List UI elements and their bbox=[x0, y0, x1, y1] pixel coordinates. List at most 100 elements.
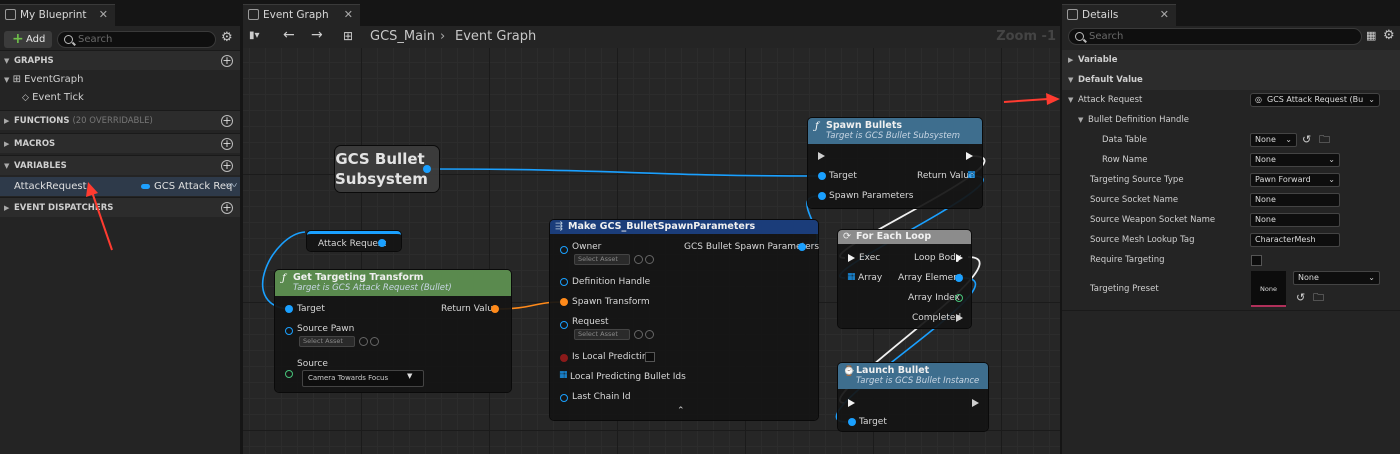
source-dropdown[interactable]: Camera Towards Focus bbox=[302, 370, 424, 387]
section-variables[interactable]: ▼ VARIABLES + bbox=[0, 155, 240, 175]
targeting-preset-dropdown[interactable]: None ⌄ bbox=[1293, 271, 1380, 285]
expand-arrow-icon[interactable]: ▼ bbox=[1068, 96, 1074, 104]
expand-arrow-icon: ▼ bbox=[1068, 76, 1074, 84]
section-macros[interactable]: ▶ MACROS + bbox=[0, 133, 240, 153]
exec-out-icon[interactable] bbox=[972, 399, 979, 407]
asset-picker[interactable]: Select Asset bbox=[574, 329, 630, 340]
targeting-source-type-dropdown[interactable]: Pawn Forward ⌄ bbox=[1250, 173, 1340, 187]
browse-folder-icon[interactable]: 🗀 bbox=[1313, 291, 1324, 304]
category-variable[interactable]: ▶ Variable bbox=[1062, 50, 1400, 70]
tree-item-eventgraph[interactable]: ▼ ⊞ EventGraph bbox=[4, 71, 83, 89]
details-search-input[interactable]: Search bbox=[1068, 28, 1362, 45]
pin-definition-icon[interactable] bbox=[560, 278, 568, 286]
exec-out-icon[interactable] bbox=[956, 314, 963, 322]
pin-output-icon[interactable] bbox=[423, 165, 431, 173]
close-icon[interactable]: ✕ bbox=[343, 8, 353, 21]
browse-icon[interactable] bbox=[359, 337, 368, 346]
source-mesh-lookup-tag-input[interactable]: CharacterMesh bbox=[1250, 233, 1340, 247]
node-make-spawn-parameters[interactable]: ⇶ Make GCS_BulletSpawnParameters GCS Bul… bbox=[550, 220, 819, 420]
pin-label: Target bbox=[297, 304, 325, 314]
tab-event-graph[interactable]: Event Graph ✕ bbox=[243, 4, 360, 26]
section-graphs[interactable]: ▼ GRAPHS + bbox=[0, 50, 240, 70]
pin-source-icon[interactable] bbox=[285, 370, 293, 378]
close-icon[interactable]: ✕ bbox=[98, 8, 108, 21]
data-table-dropdown[interactable]: None ⌄ bbox=[1250, 133, 1297, 147]
back-arrow-icon[interactable]: ← bbox=[283, 27, 295, 43]
asset-picker[interactable]: Select Asset bbox=[574, 254, 630, 265]
node-launch-bullet[interactable]: ⌚ Launch Bullet Target is GCS Bullet Ins… bbox=[838, 363, 988, 431]
close-icon[interactable]: ✕ bbox=[1159, 8, 1169, 21]
gear-icon[interactable]: ⚙ bbox=[1383, 28, 1395, 43]
array-pin-icon[interactable]: ▦ bbox=[847, 272, 856, 282]
reset-icon[interactable]: ↺ bbox=[1296, 291, 1306, 304]
variable-row-attackrequest[interactable]: AttackRequest GCS Attack Req 〰 bbox=[0, 177, 240, 196]
pin-element-icon[interactable] bbox=[955, 274, 963, 282]
node-get-targeting-transform[interactable]: ƒ Get Targeting Transform Target is GCS … bbox=[275, 270, 511, 392]
pin-index-icon[interactable] bbox=[955, 294, 963, 302]
category-default-value[interactable]: ▼ Default Value bbox=[1062, 70, 1400, 90]
exec-in-icon[interactable] bbox=[848, 254, 855, 262]
add-function-icon[interactable]: + bbox=[221, 114, 233, 127]
add-button[interactable]: + Add bbox=[4, 31, 52, 48]
exec-in-icon[interactable] bbox=[818, 152, 825, 160]
pin-output-icon[interactable] bbox=[378, 239, 386, 247]
add-dispatcher-icon[interactable]: + bbox=[221, 201, 233, 214]
expand-arrow-icon[interactable]: ▼ bbox=[1078, 116, 1084, 124]
pin-last-chain-icon[interactable] bbox=[560, 394, 568, 402]
pin-target-icon[interactable] bbox=[818, 172, 826, 180]
section-functions[interactable]: ▶ FUNCTIONS (20 OVERRIDABLE) + bbox=[0, 110, 240, 130]
add-graph-icon[interactable]: + bbox=[221, 54, 233, 67]
exec-out-icon[interactable] bbox=[956, 254, 963, 262]
graph-canvas[interactable]: GCS Bullet Subsystem Attack Request ƒ Ge… bbox=[243, 48, 1060, 454]
tab-my-blueprint[interactable]: My Blueprint ✕ bbox=[0, 4, 115, 26]
container-type-icon[interactable]: 〰 bbox=[226, 179, 237, 192]
tab-details[interactable]: Details ✕ bbox=[1062, 4, 1176, 26]
section-event-dispatchers[interactable]: ▶ EVENT DISPATCHERS + bbox=[0, 197, 240, 217]
tree-item-event-tick[interactable]: ◇ Event Tick bbox=[22, 89, 84, 107]
add-variable-icon[interactable]: + bbox=[221, 159, 233, 172]
search-icon[interactable] bbox=[645, 330, 654, 339]
reset-icon[interactable]: ↺ bbox=[1302, 133, 1312, 146]
preset-thumbnail[interactable]: None bbox=[1251, 271, 1286, 307]
local-predicting-checkbox[interactable] bbox=[645, 352, 655, 362]
node-bullet-subsystem[interactable]: GCS Bullet Subsystem bbox=[335, 146, 439, 192]
search-input[interactable]: Search bbox=[57, 31, 216, 48]
gear-icon[interactable]: ⚙ bbox=[221, 30, 233, 45]
browse-folder-icon[interactable]: 🗀 bbox=[1319, 133, 1330, 146]
pin-local-predicting-icon[interactable] bbox=[560, 354, 568, 362]
browse-icon[interactable] bbox=[634, 330, 643, 339]
pin-target-icon[interactable] bbox=[848, 418, 856, 426]
pin-request-icon[interactable] bbox=[560, 321, 568, 329]
array-pin-icon[interactable]: ▦ bbox=[967, 170, 976, 180]
bookmark-icon[interactable]: ▮▾ bbox=[249, 30, 260, 41]
forward-arrow-icon[interactable]: → bbox=[311, 27, 323, 43]
search-icon[interactable] bbox=[645, 255, 654, 264]
asset-picker[interactable]: Select Asset bbox=[299, 336, 355, 347]
node-spawn-bullets[interactable]: ƒ Spawn Bullets Target is GCS Bullet Sub… bbox=[808, 118, 982, 208]
exec-in-icon[interactable] bbox=[848, 399, 855, 407]
grid-view-icon[interactable]: ▦ bbox=[1366, 29, 1377, 42]
array-pin-icon[interactable]: ▦ bbox=[559, 370, 568, 380]
pin-source-pawn-icon[interactable] bbox=[285, 327, 293, 335]
browse-icon[interactable] bbox=[634, 255, 643, 264]
exec-out-icon[interactable] bbox=[966, 152, 973, 160]
breadcrumb-blueprint[interactable]: GCS_Main bbox=[370, 29, 435, 44]
attack-request-class-dropdown[interactable]: GCS Attack Request (Bu ◎ ⌄ bbox=[1250, 93, 1380, 107]
pin-output-icon[interactable] bbox=[798, 243, 806, 251]
node-attack-request-getter[interactable]: Attack Request bbox=[307, 231, 401, 251]
pin-label: Return Value bbox=[917, 171, 975, 181]
pin-target-icon[interactable] bbox=[285, 305, 293, 313]
pin-owner-icon[interactable] bbox=[560, 246, 568, 254]
source-weapon-socket-name-input[interactable]: None bbox=[1250, 213, 1340, 227]
search-icon[interactable] bbox=[370, 337, 379, 346]
source-socket-name-input[interactable]: None bbox=[1250, 193, 1340, 207]
collapse-chevron-icon[interactable]: ⌃ bbox=[677, 406, 685, 416]
require-targeting-checkbox[interactable] bbox=[1251, 255, 1262, 266]
row-name-dropdown[interactable]: None ⌄ bbox=[1250, 153, 1340, 167]
pin-params-icon[interactable] bbox=[818, 192, 826, 200]
variable-type[interactable]: GCS Attack Req bbox=[154, 181, 233, 192]
pin-return-icon[interactable] bbox=[491, 305, 499, 313]
pin-spawn-transform-icon[interactable] bbox=[560, 298, 568, 306]
node-for-each-loop[interactable]: ⟳ For Each Loop Exec Loop Body ▦ Array A… bbox=[838, 230, 971, 328]
add-macro-icon[interactable]: + bbox=[221, 137, 233, 150]
